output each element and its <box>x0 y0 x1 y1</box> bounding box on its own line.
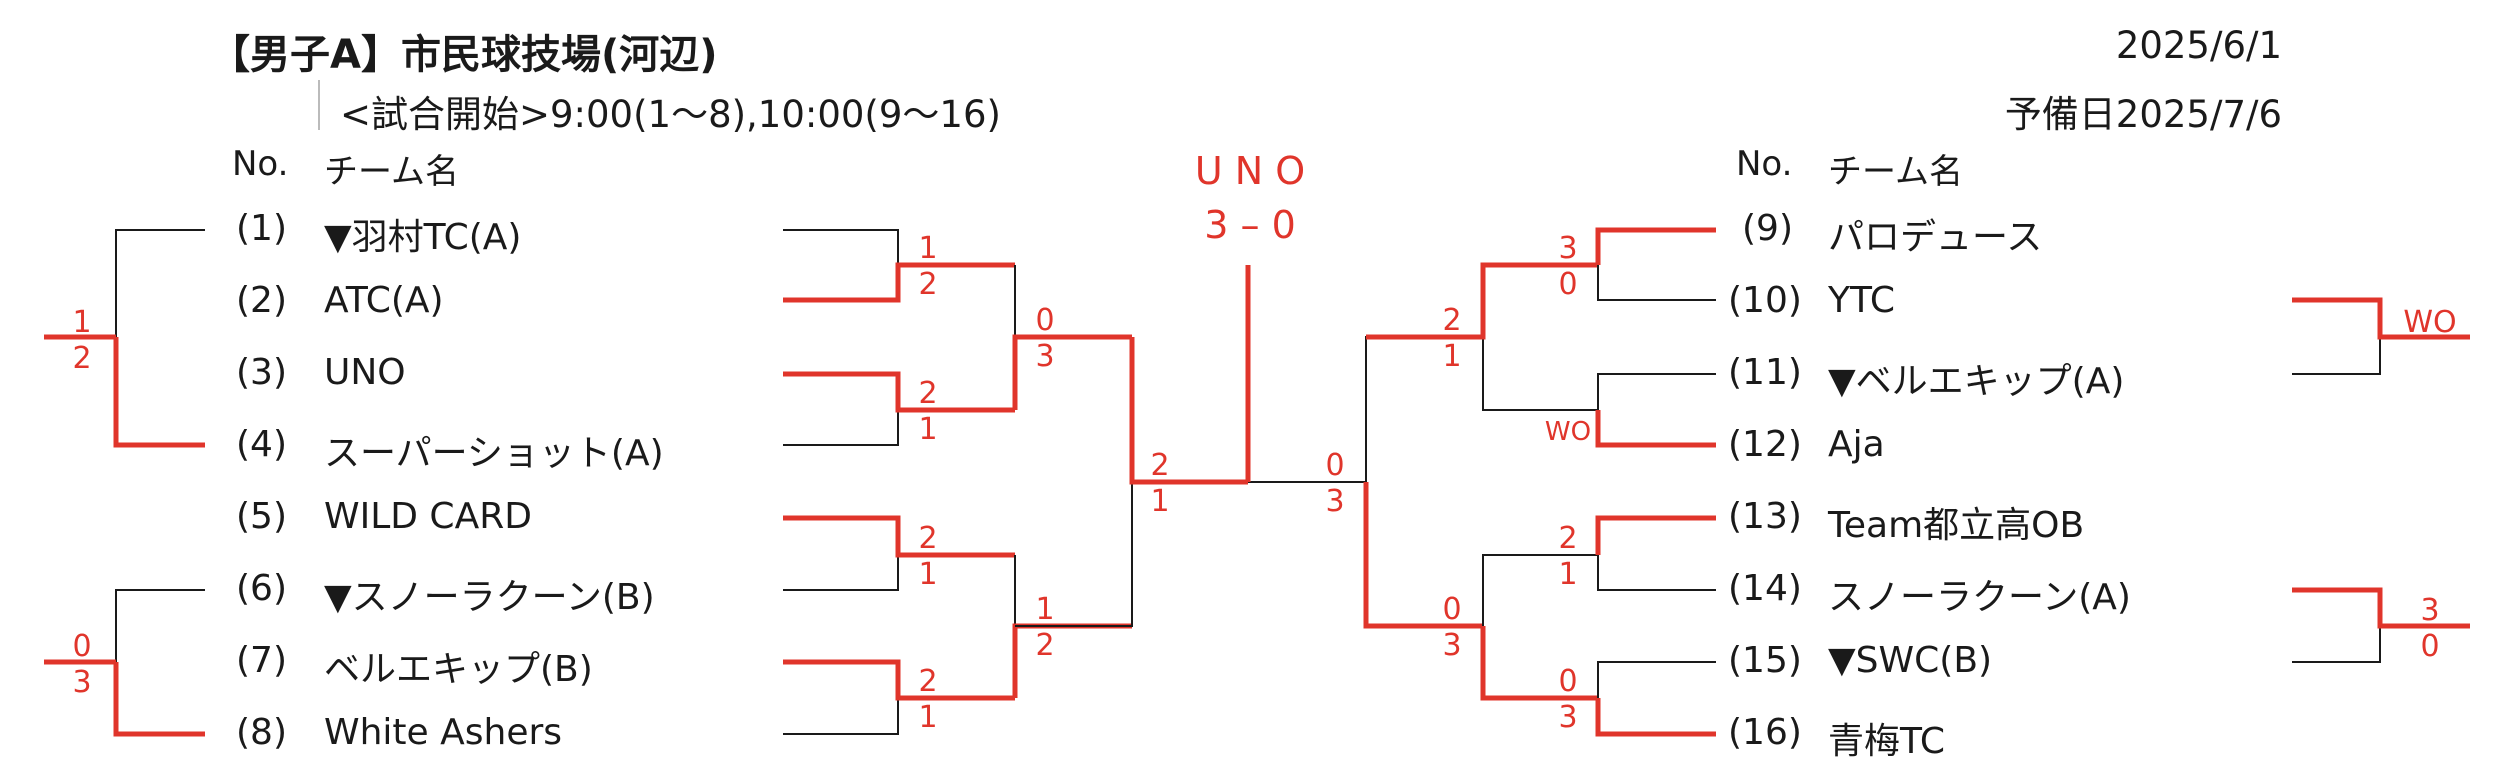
team-name: 青梅TC <box>1828 721 1946 762</box>
score-top: 1 <box>1035 592 1054 627</box>
score-bottom: 2 <box>1035 628 1054 663</box>
page-title: 【男子A】市民球技場(河辺) <box>210 32 718 78</box>
score-bottom: 0 <box>2420 629 2439 664</box>
score-top: 2 <box>1150 448 1169 483</box>
team-number: (5) <box>236 496 287 537</box>
bracket-qf-right-top <box>1366 262 1598 411</box>
score-bottom: 3 <box>1442 628 1461 663</box>
bracket-r1-13-14 <box>1595 515 1716 591</box>
team-name: パロデュース <box>1828 217 2043 258</box>
team-number: (16) <box>1728 712 1802 753</box>
score-top: 0 <box>1325 448 1344 483</box>
reserve-date: 予備日2025/7/6 <box>2004 93 2282 136</box>
score-top: 3 <box>2420 593 2439 628</box>
tournament-date: 2025/6/1 <box>2115 24 2282 67</box>
score-top: 0 <box>1442 592 1461 627</box>
bracket-r1-9-10 <box>1595 227 1716 301</box>
score-bottom: 1 <box>918 700 937 735</box>
bracket-pre-1-4 <box>44 229 205 448</box>
score-bottom: 1 <box>1442 339 1461 374</box>
score-top: 0 <box>1035 303 1054 338</box>
team-name: White Ashers <box>324 712 563 753</box>
score-top: 2 <box>918 521 937 556</box>
bracket-r1-11-12 <box>1595 373 1716 448</box>
score-bottom: 1 <box>918 557 937 592</box>
team-number: (6) <box>236 568 287 609</box>
score-bottom: 3 <box>72 665 91 700</box>
score-top: 0 <box>1558 664 1577 699</box>
team-number: (8) <box>236 712 287 753</box>
score-top: 1 <box>918 231 937 266</box>
score-bottom: 3 <box>1325 484 1344 519</box>
team-name: Aja <box>1828 424 1885 465</box>
bracket-r1-15-16 <box>1595 661 1716 737</box>
score-bottom: 1 <box>918 412 937 447</box>
score-bottom: 3 <box>1558 700 1577 735</box>
bracket-r1-3-4 <box>783 371 1015 446</box>
score-top: 2 <box>918 376 937 411</box>
team-number: (2) <box>236 280 287 321</box>
team-name: ▼SWC(B) <box>1828 640 1993 681</box>
team-name: ▼ベルエキップ(A) <box>1828 361 2125 402</box>
header-divider <box>318 80 320 130</box>
team-number: (14) <box>1728 568 1802 609</box>
col-header-no-left: No. <box>232 144 289 184</box>
team-name: Team都立高OB <box>1828 505 2085 546</box>
bracket-sf-right <box>1363 336 1483 629</box>
team-number: (11) <box>1728 352 1802 393</box>
bracket-r1-1-2 <box>783 229 1015 303</box>
team-number: (13) <box>1728 496 1802 537</box>
bracket-sf-left <box>1015 337 1248 627</box>
score-bottom: 0 <box>1558 267 1577 302</box>
score-top: 0 <box>72 629 91 664</box>
team-name: UNO <box>324 352 406 393</box>
team-name: ▼スノーラクーン(B) <box>324 577 655 618</box>
col-header-no-right: No. <box>1736 144 1793 184</box>
team-name: スノーラクーン(A) <box>1828 577 2131 618</box>
team-number: (7) <box>236 640 287 681</box>
score-bottom: 2 <box>918 267 937 302</box>
score-bottom: 3 <box>1035 339 1054 374</box>
team-name: スーパーショット(A) <box>324 433 664 474</box>
bracket-final <box>1245 265 1366 483</box>
final-score: 3 – 0 <box>1204 203 1296 247</box>
score-top: 2 <box>1558 521 1577 556</box>
bracket-r1-7-8 <box>783 659 1015 735</box>
score-bottom: 1 <box>1150 484 1169 519</box>
bracket-r1-5-6 <box>783 515 1015 591</box>
team-name: ATC(A) <box>324 280 444 321</box>
score-walkover: WO <box>1545 417 1591 447</box>
match-start-info: <試合開始>9:00(1～8),10:00(9～16) <box>340 93 1001 136</box>
score-bottom: 1 <box>1558 557 1577 592</box>
bracket-qf-right-bottom <box>1480 554 1598 701</box>
score-top: 1 <box>72 305 91 340</box>
team-number: (10) <box>1728 280 1802 321</box>
team-name: ベルエキップ(B) <box>324 649 593 690</box>
score-top: 2 <box>918 664 937 699</box>
score-top: 3 <box>1558 231 1577 266</box>
team-number: (4) <box>236 424 287 465</box>
team-number: (12) <box>1728 424 1802 465</box>
team-number: (3) <box>236 352 287 393</box>
score-walkover: WO <box>2403 305 2456 340</box>
bracket-pre-right-top <box>2292 297 2470 375</box>
bracket-pre-right-bottom <box>2292 587 2470 663</box>
team-name: ▼羽村TC(A) <box>324 217 522 258</box>
bracket-qf-left-top <box>1012 265 1132 410</box>
team-name: WILD CARD <box>324 496 532 537</box>
score-bottom: 2 <box>72 341 91 376</box>
col-header-team-left: チーム名 <box>324 152 459 192</box>
score-top: 2 <box>1442 303 1461 338</box>
bracket-pre-6-8 <box>44 589 205 737</box>
champion-name: U N O <box>1195 149 1305 193</box>
col-header-team-right: チーム名 <box>1828 152 1963 192</box>
team-number: (15) <box>1728 640 1802 681</box>
team-name: YTC <box>1828 280 1896 321</box>
team-number: (1) <box>236 208 287 249</box>
team-number: (9) <box>1742 208 1793 249</box>
